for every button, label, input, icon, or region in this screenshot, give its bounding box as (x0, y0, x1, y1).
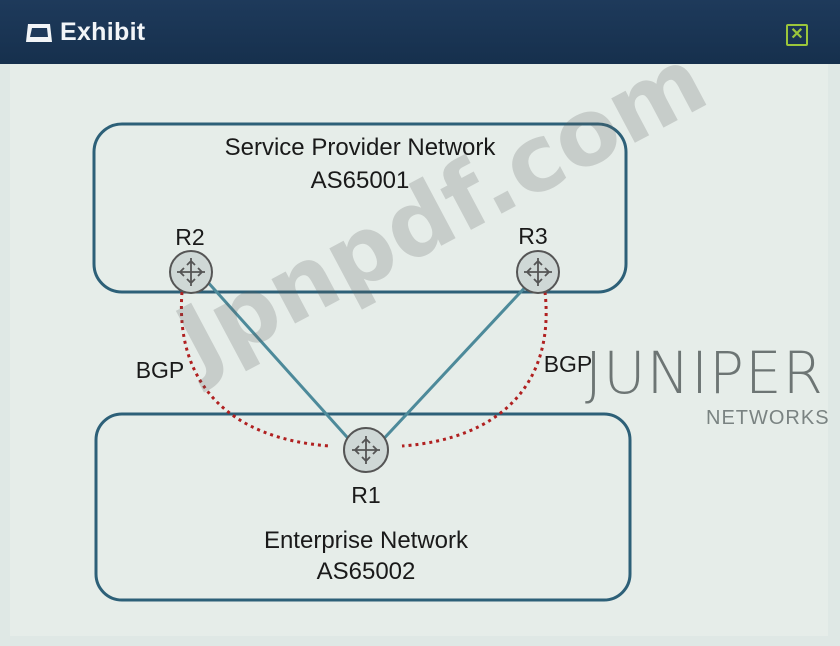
exhibit-canvas: Service Provider Network AS65001 R2 R3 B… (10, 26, 830, 636)
exhibit-icon (26, 24, 52, 42)
provider-title: Service Provider Network (225, 134, 497, 161)
window-title: Exhibit (60, 18, 146, 46)
close-icon: ✕ (790, 26, 804, 43)
enterprise-box (94, 412, 632, 602)
router-r3-label: R3 (518, 223, 547, 249)
enterprise-as: AS65002 (317, 558, 416, 585)
bgp-left-label: BGP (136, 357, 185, 383)
enterprise-title: Enterprise Network (264, 527, 469, 554)
bgp-right-label: BGP (544, 351, 593, 377)
bgp-session-left (179, 291, 331, 448)
router-r2-icon (169, 250, 213, 294)
router-r1-icon (343, 427, 389, 473)
router-r3-icon (516, 250, 560, 294)
service-provider-box (92, 122, 628, 294)
juniper-logo-sub: NETWORKS (706, 407, 830, 429)
link-r2-r1 (203, 277, 357, 448)
router-r2-label: R2 (175, 224, 204, 250)
close-button[interactable]: ✕ (786, 24, 808, 46)
router-r1-label: R1 (351, 482, 380, 508)
link-r3-r1 (375, 280, 532, 448)
title-bar: Exhibit ✕ (0, 0, 840, 64)
bgp-session-right (401, 291, 548, 448)
juniper-logo: JUNIPER (585, 339, 824, 407)
provider-as: AS65001 (311, 167, 410, 194)
network-diagram: Service Provider Network AS65001 R2 R3 B… (92, 122, 632, 602)
